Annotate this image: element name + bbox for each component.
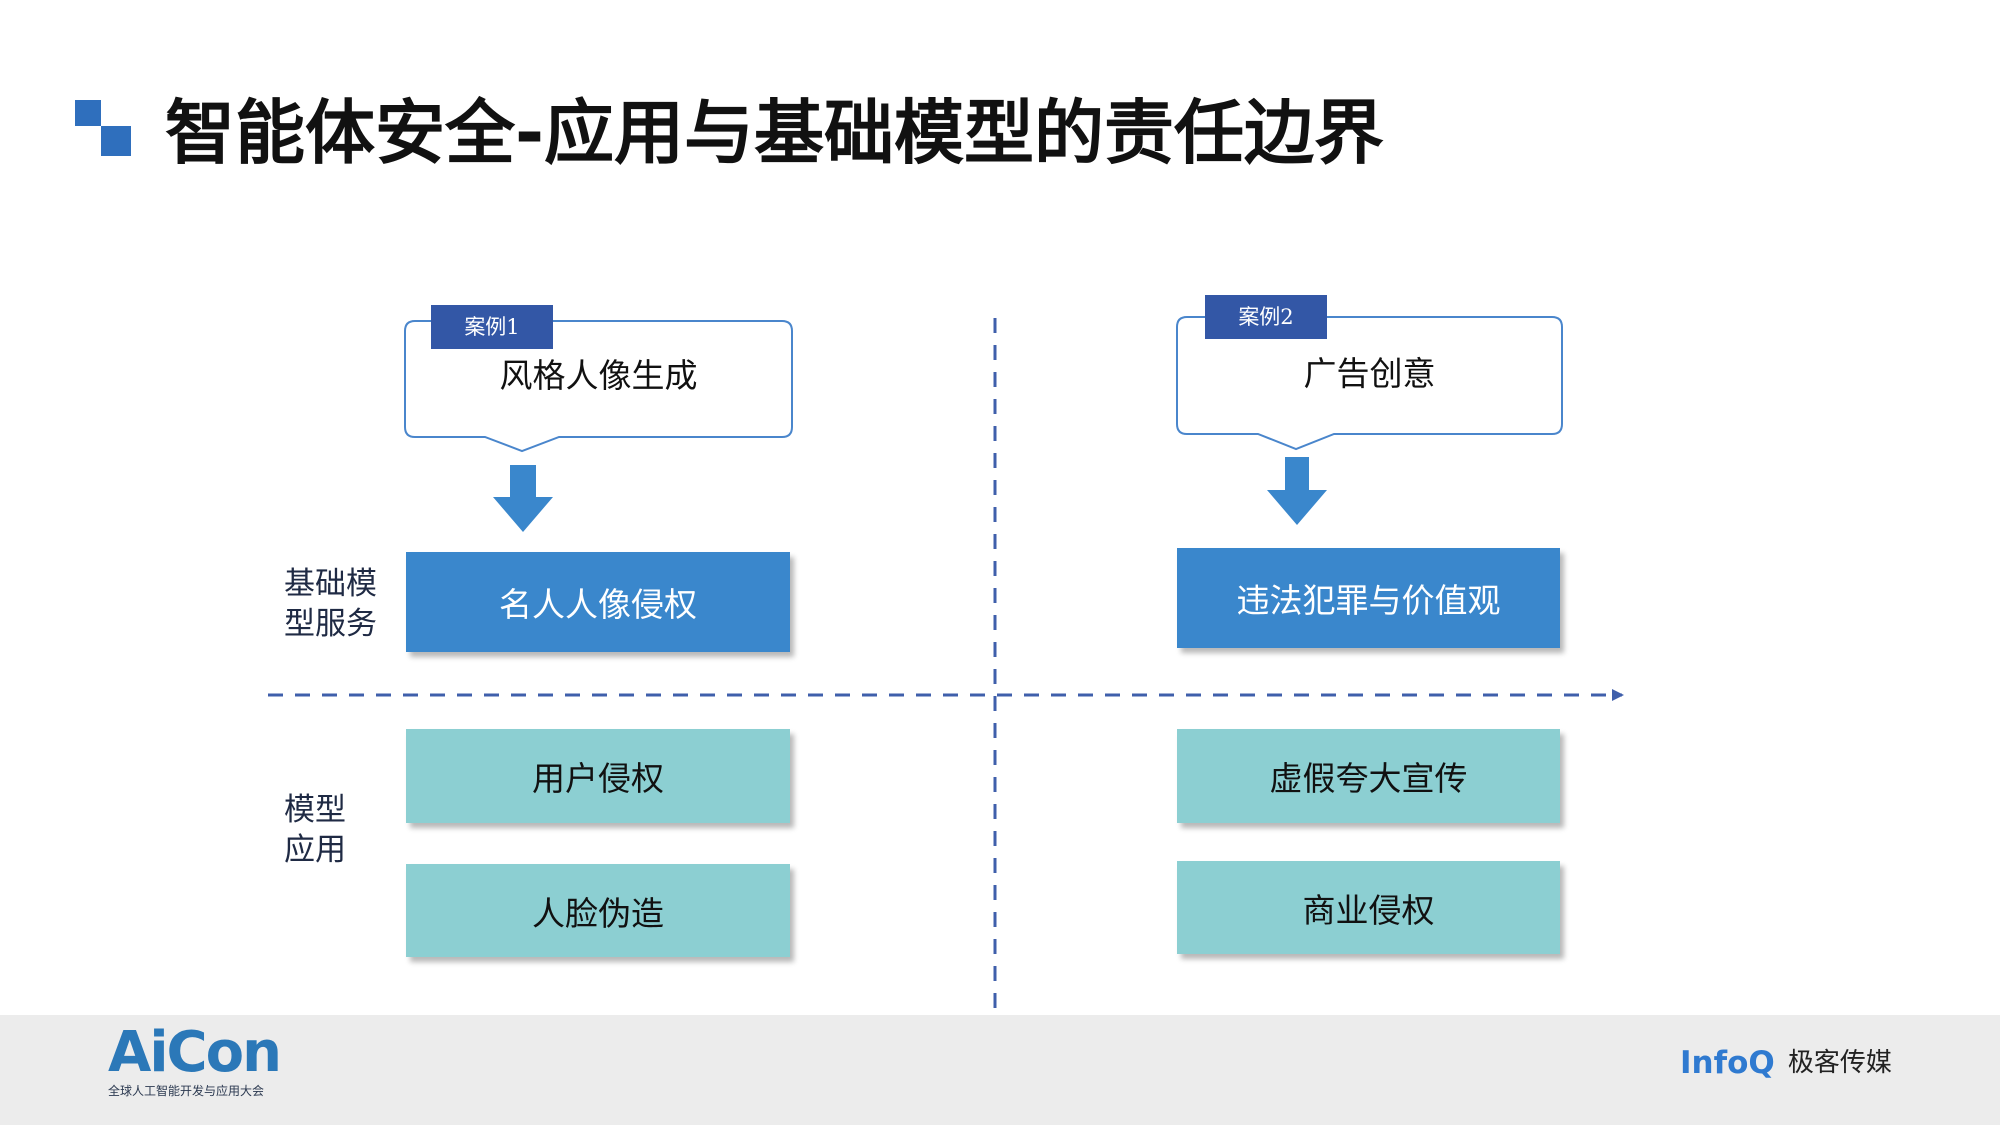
case-tag-1: 案例1 xyxy=(431,305,553,349)
application-issue-case-2-b: 商业侵权 xyxy=(1177,861,1560,954)
application-issue-case-1-b: 人脸伪造 xyxy=(406,864,790,957)
callout-bubble-case-1 xyxy=(404,320,793,453)
foundation-issue-case-1: 名人人像侵权 xyxy=(406,552,790,652)
infoq-brand: InfoQ 极客传媒 xyxy=(1680,1043,1892,1083)
application-issue-case-2-a: 虚假夸大宣传 xyxy=(1177,729,1560,823)
scenario-case-2: 广告创意 xyxy=(1303,354,1436,393)
aicon-logo: AiCon xyxy=(108,1020,282,1085)
down-arrow-case-2 xyxy=(1267,457,1327,525)
case-tag-2: 案例2 xyxy=(1205,295,1327,339)
foundation-issue-case-2: 违法犯罪与价值观 xyxy=(1177,548,1560,648)
callout-bubble-case-2 xyxy=(1176,316,1563,451)
title-square-icon xyxy=(75,88,135,168)
infoq-logo: InfoQ xyxy=(1680,1045,1775,1081)
row-label-application: 模型 应用 xyxy=(284,792,346,868)
page-title: 智能体安全-应用与基础模型的责任边界 xyxy=(165,92,1385,174)
scenario-case-1: 风格人像生成 xyxy=(499,356,698,395)
footer-bar xyxy=(0,1015,2000,1125)
application-issue-case-1-a: 用户侵权 xyxy=(406,729,790,823)
aicon-logo-subtitle: 全球人工智能开发与应用大会 xyxy=(108,1084,265,1098)
infoq-brand-cn: 极客传媒 xyxy=(1787,1048,1892,1078)
row-label-foundation: 基础模 型服务 xyxy=(284,566,377,642)
down-arrow-case-1 xyxy=(493,465,553,532)
